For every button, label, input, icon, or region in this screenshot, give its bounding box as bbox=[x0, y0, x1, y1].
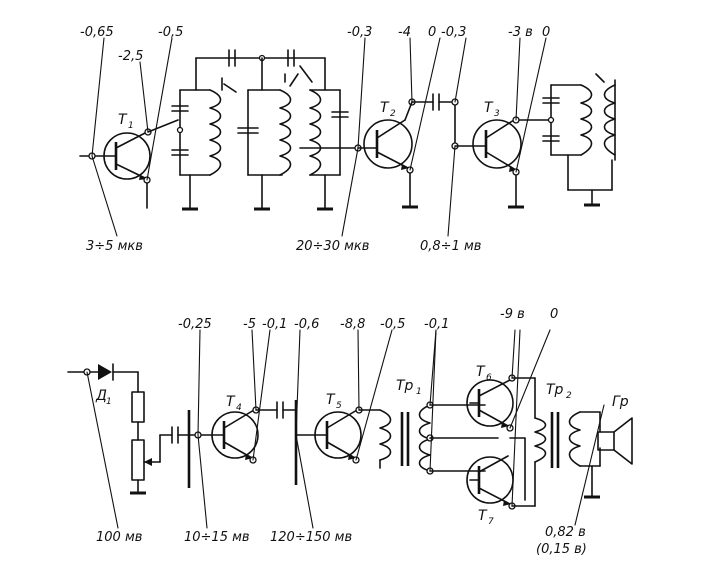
probe-line bbox=[139, 61, 149, 133]
signal-level-label: 3÷5 мкв bbox=[86, 239, 143, 254]
diode-label: Д bbox=[95, 388, 107, 404]
volume-potentiometer bbox=[131, 439, 145, 481]
voltage-label: -4 bbox=[398, 25, 411, 40]
transistor-label: T bbox=[226, 394, 236, 410]
transistor-label-sub: 7 bbox=[488, 517, 494, 527]
transistor-label: T bbox=[484, 100, 494, 116]
signal-level-label: (0,15 в) bbox=[536, 542, 587, 557]
transformer-label: Tр bbox=[546, 382, 564, 398]
probe-line bbox=[357, 37, 366, 149]
probe-line bbox=[515, 37, 547, 173]
probe-line bbox=[91, 155, 118, 237]
probe-line bbox=[409, 37, 441, 171]
voltage-label: -0,65 bbox=[80, 25, 114, 40]
transformer-tr1 bbox=[358, 401, 499, 475]
transistor-label-sub: 1 bbox=[128, 121, 134, 131]
probe-line bbox=[509, 329, 551, 429]
transistor-label-sub: 6 bbox=[486, 373, 492, 383]
transistor-t1 bbox=[79, 128, 152, 209]
signal-level-label: 120÷150 мв bbox=[270, 530, 352, 545]
voltage-label: -0,5 bbox=[158, 25, 183, 40]
transistor-t3 bbox=[454, 116, 524, 209]
probe-line bbox=[252, 329, 271, 461]
voltage-label: 0 bbox=[428, 25, 436, 40]
transistor-t4 bbox=[211, 406, 260, 464]
resistor bbox=[131, 391, 145, 423]
diode-d1 bbox=[67, 363, 139, 393]
voltage-label: -3 в bbox=[508, 25, 533, 40]
probe-line bbox=[511, 329, 521, 507]
probe-line bbox=[511, 329, 516, 379]
diode-label-sub: 1 bbox=[106, 397, 112, 407]
if-tank-circuit-4 bbox=[518, 73, 616, 207]
probe-line bbox=[197, 329, 201, 436]
transistor-label: T bbox=[476, 364, 486, 380]
probe-line bbox=[454, 37, 467, 103]
probe-line bbox=[447, 145, 456, 237]
signal-level-label: 0,8÷1 мв bbox=[420, 239, 481, 254]
signal-level-label: 100 мв bbox=[96, 530, 142, 545]
probe-line bbox=[355, 329, 393, 461]
voltage-label: -2,5 bbox=[118, 49, 143, 64]
speaker-label: Гр bbox=[612, 394, 629, 410]
probe-line bbox=[295, 329, 301, 436]
probe-line bbox=[251, 329, 257, 411]
transistor-label-sub: 4 bbox=[236, 403, 242, 413]
voltage-label: -0,3 bbox=[441, 25, 466, 40]
probe-line bbox=[357, 329, 360, 411]
voltage-label: -0,1 bbox=[424, 317, 449, 332]
probe-line bbox=[86, 371, 119, 529]
transistor-label-sub: 3 bbox=[494, 109, 500, 119]
transistor-t5 bbox=[314, 406, 363, 464]
probe-line bbox=[341, 147, 359, 237]
transformer-label-sub: 2 bbox=[566, 391, 572, 401]
transformer-label: Tр bbox=[396, 378, 414, 394]
voltage-label: -0,5 bbox=[380, 317, 405, 332]
if-tank-circuit-3 bbox=[299, 57, 359, 211]
voltage-label: -8,8 bbox=[340, 317, 365, 332]
voltage-label: -0,3 bbox=[347, 25, 372, 40]
voltage-label: -0,1 bbox=[262, 317, 287, 332]
voltage-label: 0 bbox=[542, 25, 550, 40]
probe-line bbox=[515, 37, 521, 121]
transistor-label: T bbox=[478, 508, 488, 524]
signal-level-label: 0,82 в bbox=[545, 525, 586, 540]
probe-line bbox=[429, 329, 437, 472]
voltage-label: -0,6 bbox=[294, 317, 319, 332]
voltage-label: -9 в bbox=[500, 307, 525, 322]
transistor-t6 bbox=[466, 374, 516, 432]
probe-line bbox=[409, 37, 413, 103]
voltage-label: -0,25 bbox=[178, 317, 212, 332]
if-tank-circuit-1 bbox=[147, 77, 237, 211]
voltage-label: -5 bbox=[243, 317, 256, 332]
transistor-label: T bbox=[380, 100, 390, 116]
transistor-label-sub: 5 bbox=[336, 401, 342, 411]
transistor-label: T bbox=[118, 112, 128, 128]
signal-level-label: 20÷30 мкв bbox=[296, 239, 369, 254]
transformer-tr2 bbox=[534, 411, 601, 499]
transistor-label-sub: 2 bbox=[390, 109, 396, 119]
voltage-label: 0 bbox=[550, 307, 558, 322]
if-tank-circuit-2 bbox=[237, 57, 299, 211]
transistor-label: T bbox=[326, 392, 336, 408]
probe-line bbox=[146, 37, 173, 181]
probe-line bbox=[91, 37, 105, 157]
transformer-label-sub: 1 bbox=[416, 387, 422, 397]
probe-line bbox=[295, 434, 314, 529]
probe-line bbox=[197, 434, 208, 529]
signal-level-label: 10÷15 мв bbox=[184, 530, 250, 545]
probe-line bbox=[574, 404, 605, 526]
transistor-t7 bbox=[466, 455, 516, 510]
speaker-icon bbox=[597, 411, 633, 467]
